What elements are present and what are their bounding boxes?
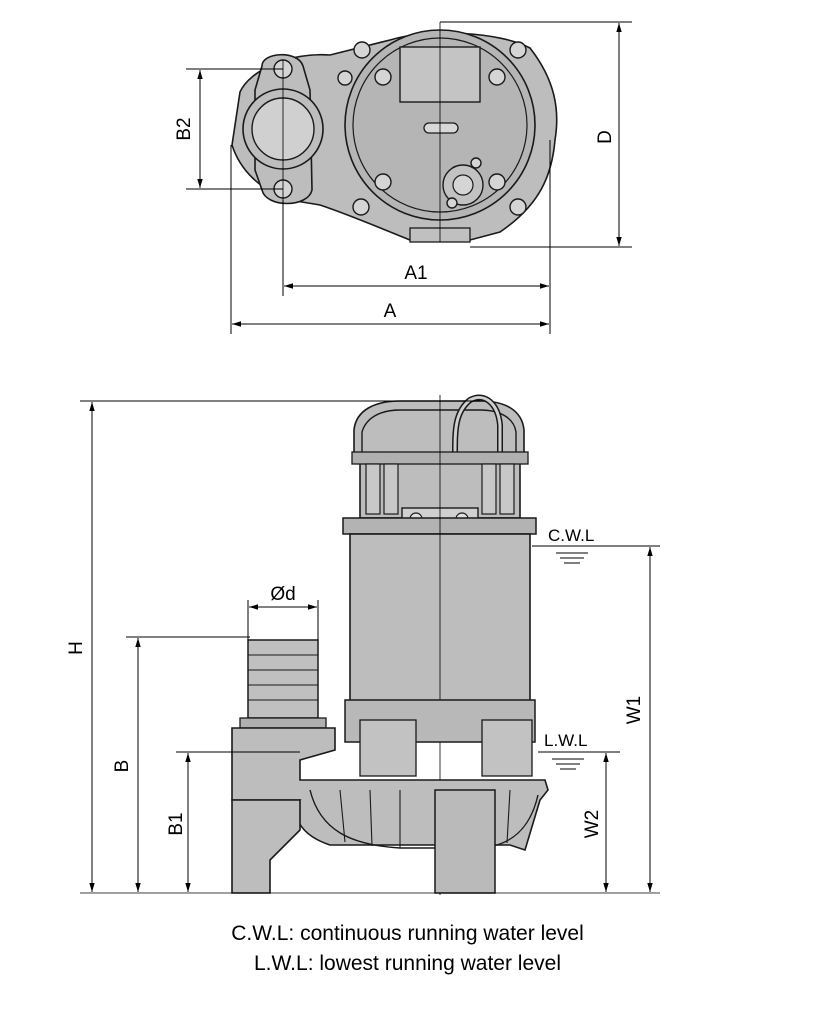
label-d: D bbox=[595, 130, 616, 144]
top-view-handle-slot bbox=[423, 122, 459, 134]
label-lwl: L.W.L bbox=[544, 731, 587, 750]
legend-lwl: L.W.L: lowest running water level bbox=[254, 952, 561, 975]
label-h: H bbox=[66, 641, 87, 655]
label-b1: B1 bbox=[166, 812, 187, 835]
label-od: Ød bbox=[270, 584, 295, 605]
side-view-motor-flange bbox=[342, 517, 537, 535]
side-view-lower-boss-left bbox=[359, 719, 417, 777]
top-view: B2 D A1 A bbox=[174, 21, 632, 334]
side-view-discharge-leg bbox=[231, 799, 301, 894]
label-a1: A1 bbox=[404, 263, 427, 284]
side-view-hose-ribs bbox=[248, 654, 318, 701]
cwl-water-symbol bbox=[556, 552, 588, 564]
label-b: B bbox=[112, 760, 133, 773]
label-b2: B2 bbox=[174, 117, 195, 140]
side-view-hose-barb bbox=[247, 639, 319, 719]
lwl-water-symbol bbox=[552, 758, 584, 770]
side-view-lower-boss-right bbox=[481, 719, 533, 777]
side-view-foot bbox=[434, 789, 496, 894]
side-view-hose-collar bbox=[239, 717, 327, 729]
label-a: A bbox=[384, 301, 397, 322]
legend-cwl: C.W.L: continuous running water level bbox=[231, 922, 584, 945]
label-cwl: C.W.L bbox=[548, 526, 594, 545]
side-view: H B B1 Ød C.W.L L.W.L W1 W2 bbox=[66, 394, 660, 895]
label-w1: W1 bbox=[624, 696, 645, 725]
label-w2: W2 bbox=[582, 810, 603, 839]
top-view-boss-hole bbox=[452, 174, 474, 196]
side-view-cable-inner bbox=[453, 396, 502, 456]
side-view-head-bolts bbox=[365, 463, 515, 515]
